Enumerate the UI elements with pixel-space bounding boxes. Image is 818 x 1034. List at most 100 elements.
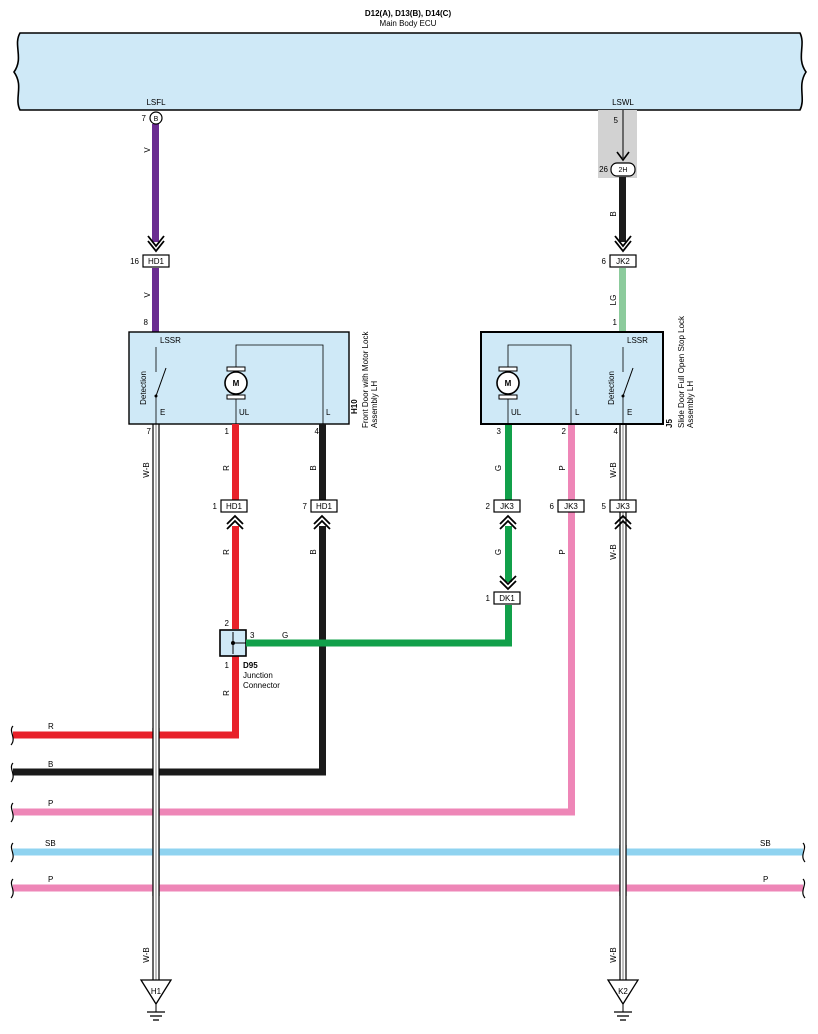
bus-label-p2-right: P — [763, 875, 768, 884]
connector-hd1-black — [310, 499, 338, 513]
ecu-pin-lswl: LSWL — [612, 98, 634, 107]
h10-motor — [224, 371, 248, 395]
wire-label-wb4: W-B — [609, 947, 618, 962]
wire-label-p2: P — [558, 549, 567, 554]
h10-detection: Detection — [139, 371, 148, 405]
ecu-box — [13, 32, 807, 111]
wire-label-r1: R — [222, 465, 231, 471]
connector-dk1-label: DK1 — [499, 594, 515, 603]
connector-jk3-green-label: JK3 — [500, 502, 514, 511]
j5-pin2: 2 — [562, 427, 567, 436]
j5-detection: Detection — [607, 371, 616, 405]
connector-hd1-red — [220, 499, 248, 513]
ecu-pin7-conn: B — [154, 116, 159, 123]
arrow-hd1-top — [147, 235, 165, 253]
arrow-hd1-black — [313, 514, 331, 530]
connector-jk3-pink-pin: 6 — [550, 502, 555, 511]
ecu-pin-lsfl: LSFL — [146, 98, 166, 107]
connector-jk2-label: JK2 — [616, 257, 630, 266]
arrow-hd1-red — [226, 514, 244, 530]
ecu-pin5: 5 — [614, 116, 619, 125]
ground-k2-label: K2 — [618, 987, 628, 996]
ecu-2h-terminal — [610, 162, 636, 177]
wire-label-wb2: W-B — [142, 947, 151, 962]
ecu-connectors: D12(A), D13(B), D14(C) — [365, 9, 452, 18]
arrow-dk1 — [499, 575, 517, 591]
wire-label-v2: V — [143, 292, 152, 298]
wire-label-wb5: W-B — [609, 544, 618, 559]
connector-jk2-pin: 6 — [602, 257, 607, 266]
j5-name-line2: Assembly LH — [686, 381, 695, 428]
wire-red-lower — [13, 656, 239, 739]
connector-jk3-pink — [557, 499, 585, 513]
connector-hd1-top — [142, 254, 170, 268]
ground-h1-label: H1 — [151, 987, 162, 996]
j5-motor-label: M — [505, 379, 512, 388]
wire-label-r3: R — [222, 690, 231, 696]
connector-jk3-green — [493, 499, 521, 513]
h10-name-line1: Front Door with Motor Lock — [361, 331, 370, 428]
wire-break-marks — [10, 725, 806, 899]
connector-jk3-pink-label: JK3 — [564, 502, 578, 511]
j5-l: L — [575, 408, 580, 417]
h10-e: E — [160, 408, 165, 417]
wire-black-upper — [319, 424, 326, 501]
h10-pin4: 4 — [315, 427, 320, 436]
connector-hd1-black-label: HD1 — [316, 502, 333, 511]
wire-red-middle — [232, 526, 239, 629]
connector-hd1-red-label: HD1 — [226, 502, 243, 511]
wire-red-upper — [232, 424, 239, 501]
wire-black-lower — [13, 526, 326, 776]
h10-pin8: 8 — [144, 318, 149, 327]
h10-id: H10 — [350, 399, 359, 414]
wire-label-r2: R — [222, 549, 231, 555]
h10-pin1: 1 — [225, 427, 230, 436]
wire-label-g1: G — [494, 465, 503, 471]
ecu-pin26: 26 — [599, 165, 608, 174]
d95-name-line1: Junction — [243, 671, 273, 680]
connector-jk3-wb-pin: 5 — [602, 502, 607, 511]
wire-label-wb1: W-B — [142, 462, 151, 477]
connector-jk3-green-pin: 2 — [486, 502, 491, 511]
d95-name-line2: Connector — [243, 681, 280, 690]
connector-hd1-black-pin: 7 — [303, 502, 308, 511]
wire-violet-upper — [152, 124, 159, 242]
wire-wb-left — [152, 424, 160, 980]
wire-label-g3: G — [282, 631, 288, 640]
connector-hd1-red-pin: 1 — [213, 502, 218, 511]
d95-id: D95 — [243, 661, 258, 670]
arrow-jk3-wb — [614, 514, 632, 530]
wire-label-v1: V — [143, 147, 152, 153]
connector-dk1-pin: 1 — [486, 594, 491, 603]
connector-jk3-wb-label: JK3 — [616, 502, 630, 511]
connector-jk3-wb — [609, 499, 637, 513]
wire-label-b1: B — [609, 211, 618, 216]
wire-green-horizontal — [246, 605, 512, 647]
d95-pin1: 1 — [225, 661, 230, 670]
j5-lssr: LSSR — [627, 336, 648, 345]
bus-label-sb-right: SB — [760, 839, 771, 848]
wire-label-wb3: W-B — [609, 462, 618, 477]
j5-e: E — [627, 408, 632, 417]
ecu-2h-conn: 2H — [619, 167, 628, 174]
wire-label-b2: B — [309, 465, 318, 470]
ecu-pin7: 7 — [142, 114, 147, 123]
wire-green-middle — [505, 526, 512, 582]
bus-label-sb-left: SB — [45, 839, 56, 848]
wire-black-right — [619, 177, 626, 242]
d95-pin3: 3 — [250, 631, 255, 640]
bus-label-p1: P — [48, 799, 53, 808]
wire-violet-lower — [152, 268, 159, 332]
h10-motor-label: M — [233, 379, 240, 388]
wire-label-b3: B — [309, 549, 318, 554]
j5-detection-switch — [622, 367, 634, 397]
ground-h1 — [139, 979, 173, 1021]
connector-jk2 — [609, 254, 637, 268]
h10-pin7: 7 — [147, 427, 152, 436]
bus-label-b: B — [48, 760, 53, 769]
wire-label-g2: G — [494, 549, 503, 555]
connector-dk1 — [493, 591, 521, 605]
j5-pin3: 3 — [497, 427, 502, 436]
